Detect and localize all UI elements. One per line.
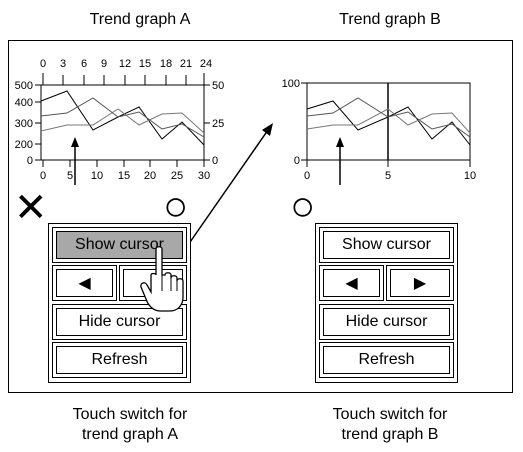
circle-icon: ○ — [163, 182, 189, 229]
graph-b-left-tick-labels: 100 0 — [282, 78, 300, 167]
refresh-button-a[interactable]: Refresh — [52, 342, 187, 378]
graph-a-series-2 — [40, 108, 205, 134]
tick-label: 300 — [15, 118, 33, 130]
diagonal-arrow — [187, 123, 273, 246]
tick-label: 18 — [160, 58, 172, 70]
tick-label: 0 — [294, 155, 300, 167]
tick-label: 200 — [15, 139, 33, 151]
left-arrow-icon: ◀ — [323, 269, 380, 297]
hide-cursor-button-a[interactable]: Hide cursor — [52, 304, 187, 340]
show-cursor-button-a[interactable]: Show cursor — [52, 227, 187, 263]
refresh-button-b[interactable]: Refresh — [319, 342, 454, 378]
tick-label: 9 — [101, 58, 107, 70]
circle-icon: ○ — [290, 182, 316, 229]
caption-a-line2: trend graph A — [81, 426, 179, 443]
pointing-hand-icon — [140, 246, 184, 312]
refresh-label: Refresh — [56, 346, 183, 374]
trend-graph-a: 0 3 6 9 12 15 18 21 24 500 400 300 200 — [15, 58, 224, 185]
tick-label: 100 — [282, 78, 300, 90]
tick-label: 5 — [385, 170, 391, 182]
cross-icon: ✕ — [14, 186, 48, 230]
left-arrow-icon: ◀ — [56, 269, 113, 297]
caption-a: Touch switch for trend graph A — [30, 405, 230, 445]
cursor-left-button-a[interactable]: ◀ — [52, 265, 117, 301]
tick-label: 6 — [81, 58, 87, 70]
graph-a-bottom-tick-labels: 0 5 10 15 20 25 30 — [40, 170, 210, 182]
caption-b-line1: Touch switch for — [332, 406, 448, 423]
caption-b: Touch switch for trend graph B — [290, 405, 490, 445]
tick-label: 0 — [304, 170, 310, 182]
graph-a-right-tick-labels: 50 25 0 — [212, 80, 224, 167]
tick-label: 0 — [40, 58, 46, 70]
trend-graph-b-title: Trend graph B — [339, 11, 441, 28]
graph-a-top-tick-labels: 0 3 6 9 12 15 18 21 24 — [40, 58, 212, 70]
tick-label: 12 — [119, 58, 131, 70]
show-cursor-label: Show cursor — [323, 231, 450, 259]
caption-a-line1: Touch switch for — [72, 406, 188, 423]
tick-label: 10 — [91, 170, 103, 182]
tick-label: 5 — [67, 170, 73, 182]
tick-label: 20 — [144, 170, 156, 182]
hide-cursor-button-b[interactable]: Hide cursor — [319, 304, 454, 340]
hide-cursor-label: Hide cursor — [323, 308, 450, 336]
hide-cursor-label: Hide cursor — [56, 308, 183, 336]
trend-graph-a-title: Trend graph A — [89, 11, 191, 28]
tick-label: 3 — [60, 58, 66, 70]
tick-label: 0 — [212, 155, 218, 167]
cursor-left-button-b[interactable]: ◀ — [319, 265, 384, 301]
tick-label: 500 — [15, 80, 33, 92]
cursor-right-button-b[interactable]: ▶ — [386, 265, 454, 301]
tick-label: 30 — [198, 170, 210, 182]
right-arrow-icon: ▶ — [390, 269, 450, 297]
tick-label: 25 — [212, 118, 224, 130]
trend-graph-b: 100 0 0 5 10 — [282, 78, 476, 185]
tick-label: 15 — [139, 58, 151, 70]
tick-label: 10 — [464, 170, 476, 182]
graph-a-left-tick-labels: 500 400 300 200 0 — [15, 80, 33, 167]
caption-b-line2: trend graph B — [341, 426, 439, 443]
refresh-label: Refresh — [323, 346, 450, 374]
graph-b-series-3 — [306, 97, 471, 138]
graph-a-series-3 — [40, 97, 205, 138]
tick-label: 50 — [212, 80, 224, 92]
tick-label: 21 — [180, 58, 192, 70]
tick-label: 15 — [118, 170, 130, 182]
tick-label: 0 — [27, 155, 33, 167]
graph-b-series-2 — [306, 108, 471, 134]
tick-label: 0 — [40, 170, 46, 182]
tick-label: 24 — [200, 58, 212, 70]
tick-label: 25 — [171, 170, 183, 182]
show-cursor-button-b[interactable]: Show cursor — [319, 227, 454, 263]
tick-label: 400 — [15, 97, 33, 109]
graph-b-bottom-tick-labels: 0 5 10 — [304, 170, 476, 182]
